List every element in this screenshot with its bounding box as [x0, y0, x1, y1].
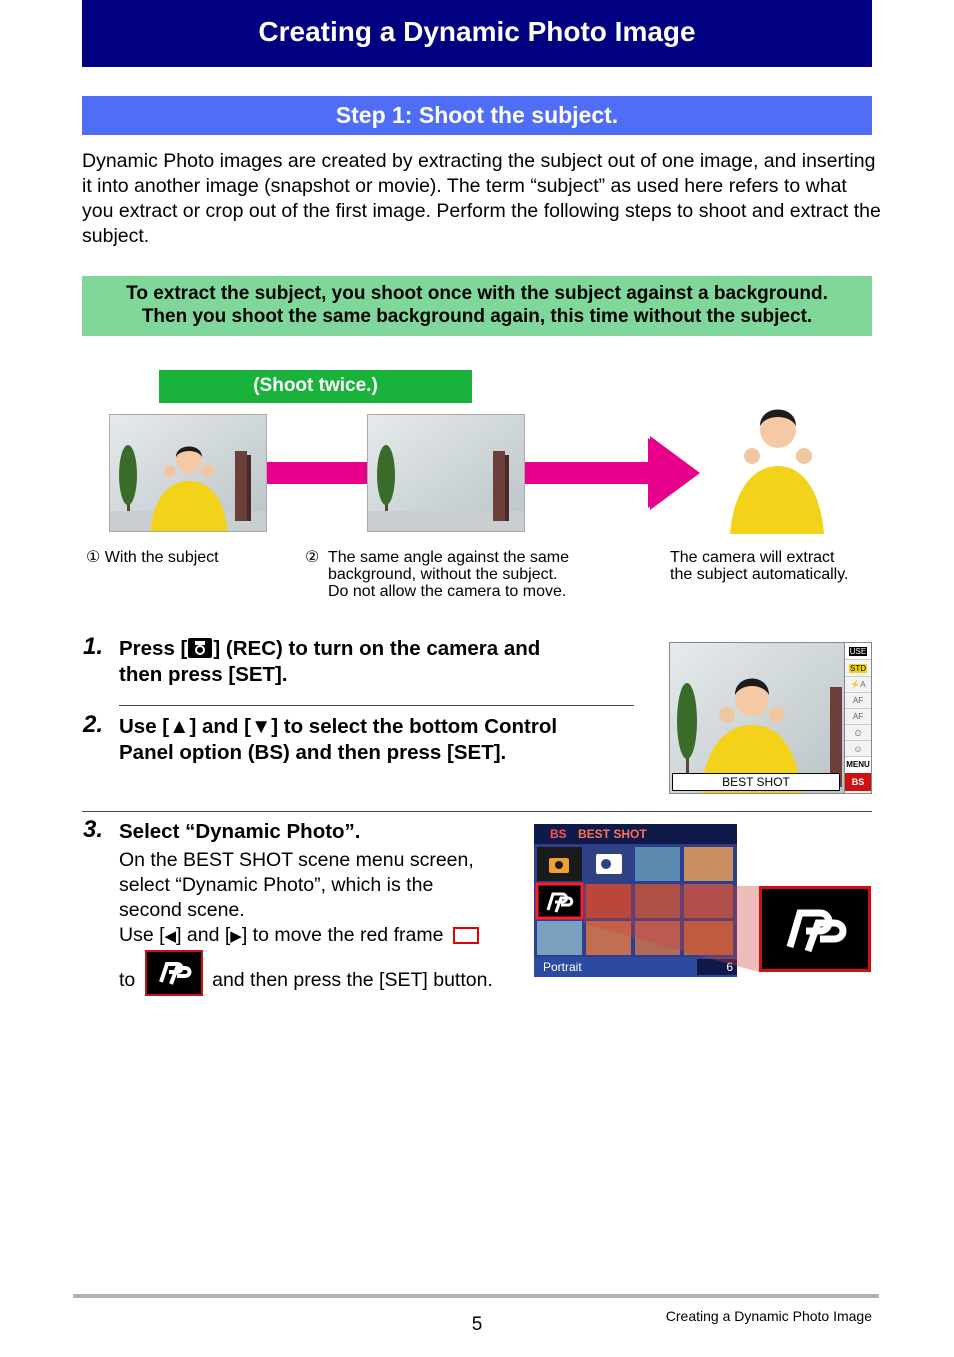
- zoom-highlight: [584, 884, 759, 972]
- down-arrow-icon: ▼: [250, 715, 272, 738]
- best-shot-banner: BEST SHOT: [672, 773, 840, 791]
- note-line-2: Then you shoot the same background again…: [141, 306, 813, 327]
- up-arrow-icon: ▲: [169, 715, 190, 738]
- side-icon-menu: MENU: [845, 757, 871, 773]
- caption-1-text: With the subject: [104, 549, 219, 566]
- step-3-body: On the BEST SHOT scene menu screen, sele…: [119, 848, 519, 949]
- intro-paragraph: Dynamic Photo images are created by extr…: [82, 150, 881, 247]
- step-3-and: ] and [: [176, 924, 231, 946]
- step-2-divider: [82, 811, 872, 812]
- caption-2-line: Do not allow the camera to move.: [328, 583, 567, 600]
- plant-icon: [377, 445, 395, 511]
- step-3-line: select “Dynamic Photo”, which is the: [119, 874, 434, 896]
- caption-3-line: The camera will extract: [670, 549, 835, 566]
- step-2-number: 2.: [83, 711, 104, 738]
- scene-label: Portrait: [543, 960, 582, 974]
- cabinet-icon: [830, 687, 842, 787]
- caption-2-line: background, without the subject.: [328, 566, 558, 583]
- bestshot-screen: BS BEST SHOT Portrait 6: [534, 824, 737, 977]
- step-3-use: Use [: [119, 924, 165, 946]
- step-1-press: Press [: [119, 637, 188, 660]
- camera-screen: USE STD ⚡A AF AF ⏲ ☺ MENU BS BEST SHOT: [669, 642, 872, 794]
- step-2-text: Use [▲] and [▼] to select the bottom Con…: [119, 714, 639, 766]
- camera-scene-icon: [549, 858, 569, 873]
- step-2-use: Use [: [119, 715, 170, 738]
- caption-1: ① With the subject: [86, 549, 219, 566]
- scene-footer: Portrait 6: [534, 957, 737, 977]
- plant-icon: [119, 445, 137, 511]
- caption-1-num: ①: [86, 549, 101, 566]
- scene-grid: [534, 844, 737, 957]
- bestshot-bs: BS: [550, 827, 567, 841]
- caption-3: The camera will extract the subject auto…: [670, 549, 848, 583]
- arrow-bar-2: [525, 462, 650, 484]
- dynamic-camera-icon: [596, 854, 622, 874]
- side-icon-use: USE: [845, 643, 871, 660]
- scene-count: 6: [697, 959, 737, 975]
- page-number: 5: [471, 1314, 483, 1335]
- page-title: Creating a Dynamic Photo Image: [82, 0, 872, 67]
- step-3-then: and then press the [SET] button.: [212, 969, 493, 992]
- dynamic-photo-icon: [144, 950, 203, 996]
- cabinet-icon: [235, 451, 251, 521]
- step-3-to-line: to and then press the [SET] button.: [119, 950, 493, 996]
- dynamic-photo-scene-icon: [546, 892, 574, 913]
- step-3-number: 3.: [83, 816, 104, 843]
- step-1-line-2: then press [SET].: [119, 663, 288, 686]
- side-icon-timer: ⏲: [845, 725, 871, 741]
- footer-divider: [73, 1294, 879, 1298]
- step-3-title: Select “Dynamic Photo”.: [119, 820, 361, 843]
- side-icon-af-area: AF: [845, 709, 871, 725]
- step-1-text: Press [ ] (REC) to turn on the camera and…: [119, 636, 639, 688]
- plant-icon: [677, 683, 697, 773]
- step-3-to: to: [119, 969, 136, 992]
- cabinet-icon: [493, 451, 509, 521]
- side-icon-flash: ⚡A: [845, 677, 871, 693]
- side-icon-std: STD: [845, 660, 871, 677]
- caption-2: ② The same angle against the same backgr…: [305, 549, 569, 600]
- step-2-and: ] and [: [189, 715, 251, 738]
- red-frame-icon: [452, 927, 479, 945]
- photo-background-only: [367, 414, 525, 532]
- step-heading: Step 1: Shoot the subject.: [82, 96, 872, 135]
- camera-preview: [670, 643, 845, 793]
- note-box: To extract the subject, you shoot once w…: [82, 276, 872, 336]
- step-1-rec: ] (REC) to turn on the camera and: [213, 637, 541, 660]
- step-2-select: ] to select the bottom Control: [271, 715, 558, 738]
- side-icon-bs: BS: [845, 773, 871, 791]
- photo-with-subject: [109, 414, 267, 532]
- extracted-subject: [730, 409, 824, 534]
- bestshot-title: BEST SHOT: [578, 827, 647, 841]
- step-3-line: On the BEST SHOT scene menu screen,: [119, 849, 474, 871]
- bestshot-header: BS BEST SHOT: [534, 824, 737, 844]
- step-1-number: 1.: [83, 633, 104, 660]
- note-line-1: To extract the subject, you shoot once w…: [126, 283, 828, 304]
- arrow-bar-1: [267, 462, 369, 484]
- shoot-twice-label: (Shoot twice.): [159, 370, 472, 403]
- child-figure: [150, 446, 228, 531]
- right-arrow-icon: ▶: [230, 928, 242, 945]
- step-3-line: second scene.: [119, 899, 245, 921]
- side-icon-face: ☺: [845, 741, 871, 757]
- step-3-move: ] to move the red frame: [241, 924, 444, 946]
- diagram-arrows: [267, 436, 700, 510]
- caption-2-line: The same angle against the same: [328, 549, 570, 566]
- step-2-line-2: Panel option (BS) and then press [SET].: [119, 741, 507, 764]
- side-icon-af: AF: [845, 693, 871, 709]
- camera-side-panel: USE STD ⚡A AF AF ⏲ ☺ MENU BS: [844, 643, 871, 793]
- left-arrow-icon: ◀: [164, 928, 177, 945]
- caption-3-line: the subject automatically.: [670, 566, 849, 583]
- caption-2-num: ②: [305, 549, 320, 566]
- dynamic-photo-zoom-icon: [759, 886, 871, 972]
- footer-section-title: Creating a Dynamic Photo Image: [665, 1308, 872, 1324]
- camera-icon: [187, 637, 213, 659]
- step-1-divider: [119, 705, 634, 706]
